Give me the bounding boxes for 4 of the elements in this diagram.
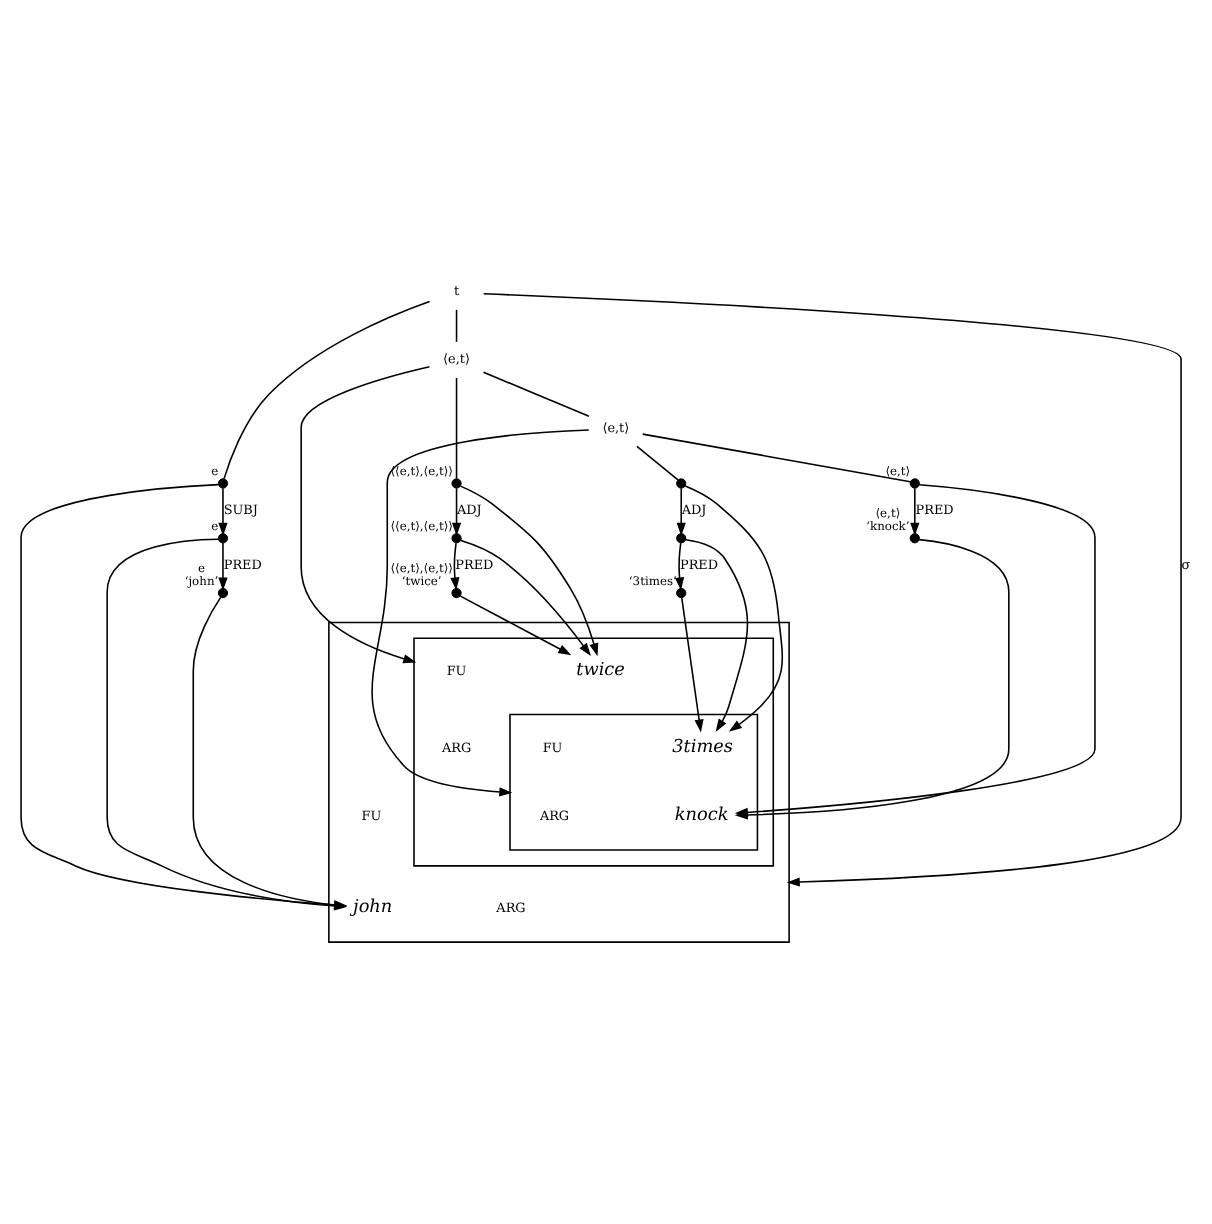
- node-text: 3times: [672, 737, 733, 758]
- node-text: twice: [576, 661, 625, 682]
- node-text: knock: [674, 805, 729, 826]
- node-text: john: [353, 897, 393, 918]
